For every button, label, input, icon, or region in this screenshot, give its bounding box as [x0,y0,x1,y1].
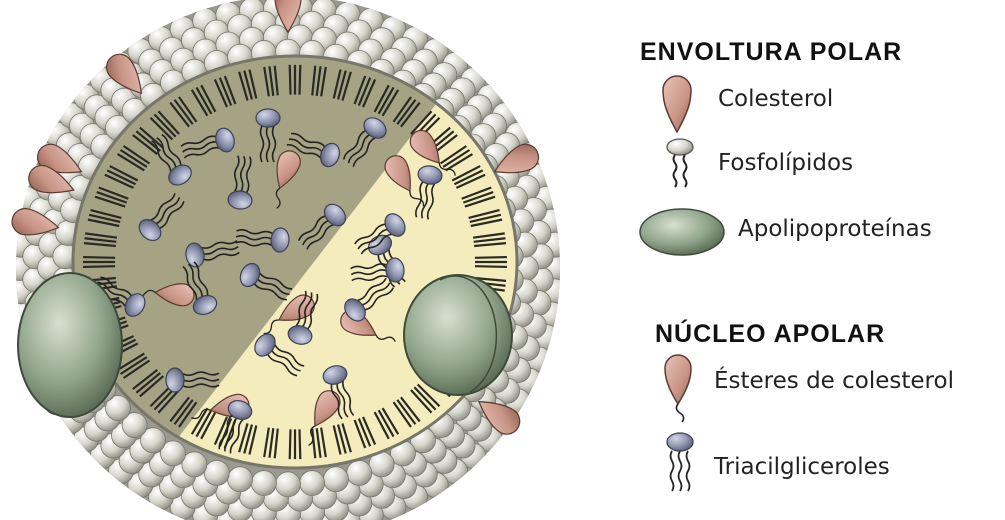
shell-bead [300,471,325,496]
shell-bead [323,467,348,492]
legend-label-cholesterol-esters: Ésteres de colesterol [714,368,954,394]
tail-stripe [299,65,300,95]
legend-label-cholesterol: Colesterol [718,86,833,112]
shell-bead [204,460,229,485]
legend-label-phospholipids: Fosfolípidos [718,150,853,176]
tail-stripe [83,257,115,258]
tail-stripe [475,257,507,258]
apolipoprotein-left [18,273,122,417]
tail-stripe [290,429,291,459]
shell-bead [228,467,253,492]
polar-shell-title: ENVOLTURA POLAR [640,38,902,67]
tail-stripe [475,266,507,267]
cholesterol-ester-icon [662,352,702,424]
lipoprotein-diagram [0,0,620,520]
triacylglycerol-icon [660,432,700,498]
shell-bead [276,472,301,497]
shell-bead [347,460,372,485]
nonpolar-core-title: NÚCLEO APOLAR [655,320,885,349]
apolipoprotein-icon [637,206,727,258]
apolipoprotein-right [404,275,512,395]
legend-label-apolipoproteins: Apolipoproteínas [738,216,932,242]
phospholipid-icon [664,138,696,194]
tail-stripe [83,266,115,267]
tail-stripe [290,65,291,95]
legend-label-triacylglycerols: Triacilgliceroles [714,454,890,480]
cholesterol-icon [660,72,694,134]
shell-bead [251,471,276,496]
tail-stripe [299,429,300,459]
